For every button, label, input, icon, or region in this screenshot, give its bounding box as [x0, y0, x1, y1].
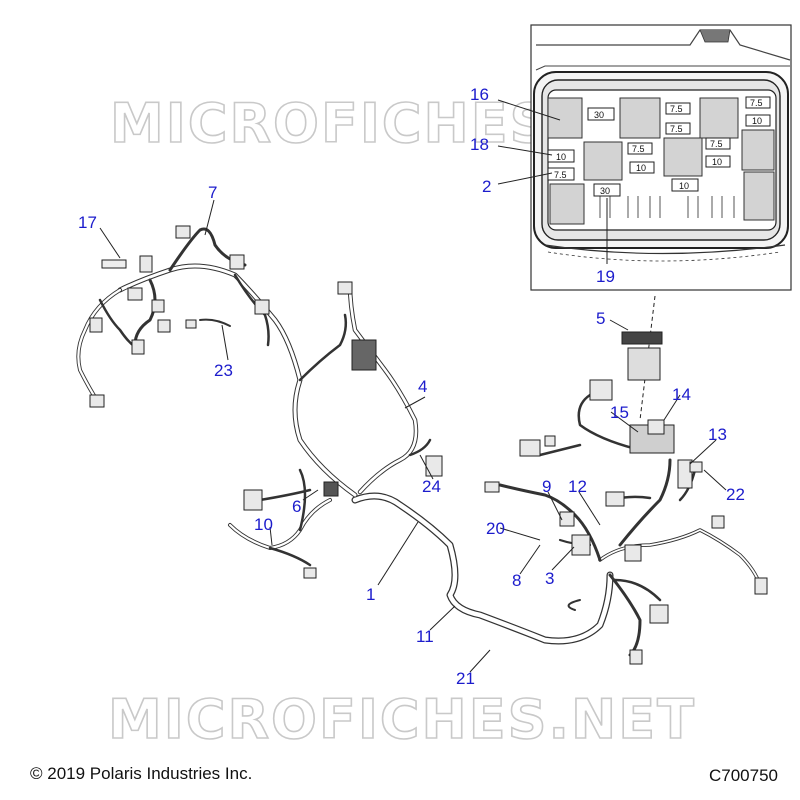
- svg-text:7.5: 7.5: [670, 104, 683, 114]
- fuse-7.5-c: 7.5: [745, 96, 771, 109]
- callout-3: 3: [545, 569, 554, 588]
- svg-text:10: 10: [636, 163, 646, 173]
- callout-1: 1: [366, 585, 375, 604]
- fuse-10-a: 10: [745, 114, 771, 127]
- callout-20: 20: [486, 519, 505, 538]
- fuse-10-b: 10: [629, 161, 655, 174]
- fuse-7.5-b: 7.5: [665, 122, 691, 135]
- callout-10: 10: [254, 515, 273, 534]
- harness-connectors: [89, 225, 768, 665]
- svg-text:30: 30: [600, 186, 610, 196]
- callout-17: 17: [78, 213, 97, 232]
- callout-14: 14: [672, 385, 691, 404]
- svg-text:7.5: 7.5: [632, 144, 645, 154]
- callout-22: 22: [726, 485, 745, 504]
- harness-wiring: [76, 227, 762, 657]
- watermark-bottom: MICROFICHES.NET: [108, 688, 696, 751]
- fuse-30-bottom: 30: [593, 183, 621, 197]
- svg-text:7.5: 7.5: [710, 139, 723, 149]
- callout-24: 24: [422, 477, 441, 496]
- callout-16: 16: [470, 85, 489, 104]
- callout-labels: 1 2 3 4 5 6 7 8 9 10 11 12 13 14 15 16 1…: [78, 85, 745, 688]
- fuse-7.5-d: 7.5: [627, 142, 653, 155]
- fuse-box-inset: 30 7.5 7.5 7.5 10 7.5 10 7.5: [530, 24, 792, 291]
- callout-18: 18: [470, 135, 489, 154]
- svg-text:10: 10: [556, 152, 566, 162]
- svg-text:10: 10: [752, 116, 762, 126]
- fuse-10-e: 10: [671, 178, 699, 192]
- fuse-7.5-a: 7.5: [665, 102, 691, 115]
- callout-8: 8: [512, 571, 521, 590]
- svg-text:7.5: 7.5: [750, 98, 763, 108]
- svg-text:7.5: 7.5: [670, 124, 683, 134]
- svg-text:10: 10: [679, 181, 689, 191]
- callout-4: 4: [418, 377, 427, 396]
- callout-13: 13: [708, 425, 727, 444]
- svg-text:7.5: 7.5: [554, 170, 567, 180]
- fuse-7.5-f: 7.5: [547, 167, 575, 181]
- fuse-10-c: 10: [705, 155, 731, 168]
- callout-12: 12: [568, 477, 587, 496]
- callout-2: 2: [482, 177, 491, 196]
- fuse-7.5-e: 7.5: [705, 137, 731, 150]
- svg-text:10: 10: [712, 157, 722, 167]
- callout-9: 9: [542, 477, 551, 496]
- callout-7: 7: [208, 183, 217, 202]
- callout-6: 6: [292, 497, 301, 516]
- callout-23: 23: [214, 361, 233, 380]
- callout-11: 11: [416, 627, 434, 646]
- svg-text:30: 30: [594, 110, 604, 120]
- diagram-part-number: C700750: [708, 766, 778, 785]
- copyright-notice: © 2019 Polaris Industries Inc.: [30, 764, 253, 783]
- fuse-10-d: 10: [547, 149, 575, 163]
- callout-5: 5: [596, 309, 605, 328]
- callout-leaders: [99, 99, 727, 673]
- callout-19: 19: [596, 267, 615, 286]
- callout-15: 15: [610, 403, 629, 422]
- callout-21: 21: [456, 669, 475, 688]
- fuse-30-top: 30: [587, 107, 615, 121]
